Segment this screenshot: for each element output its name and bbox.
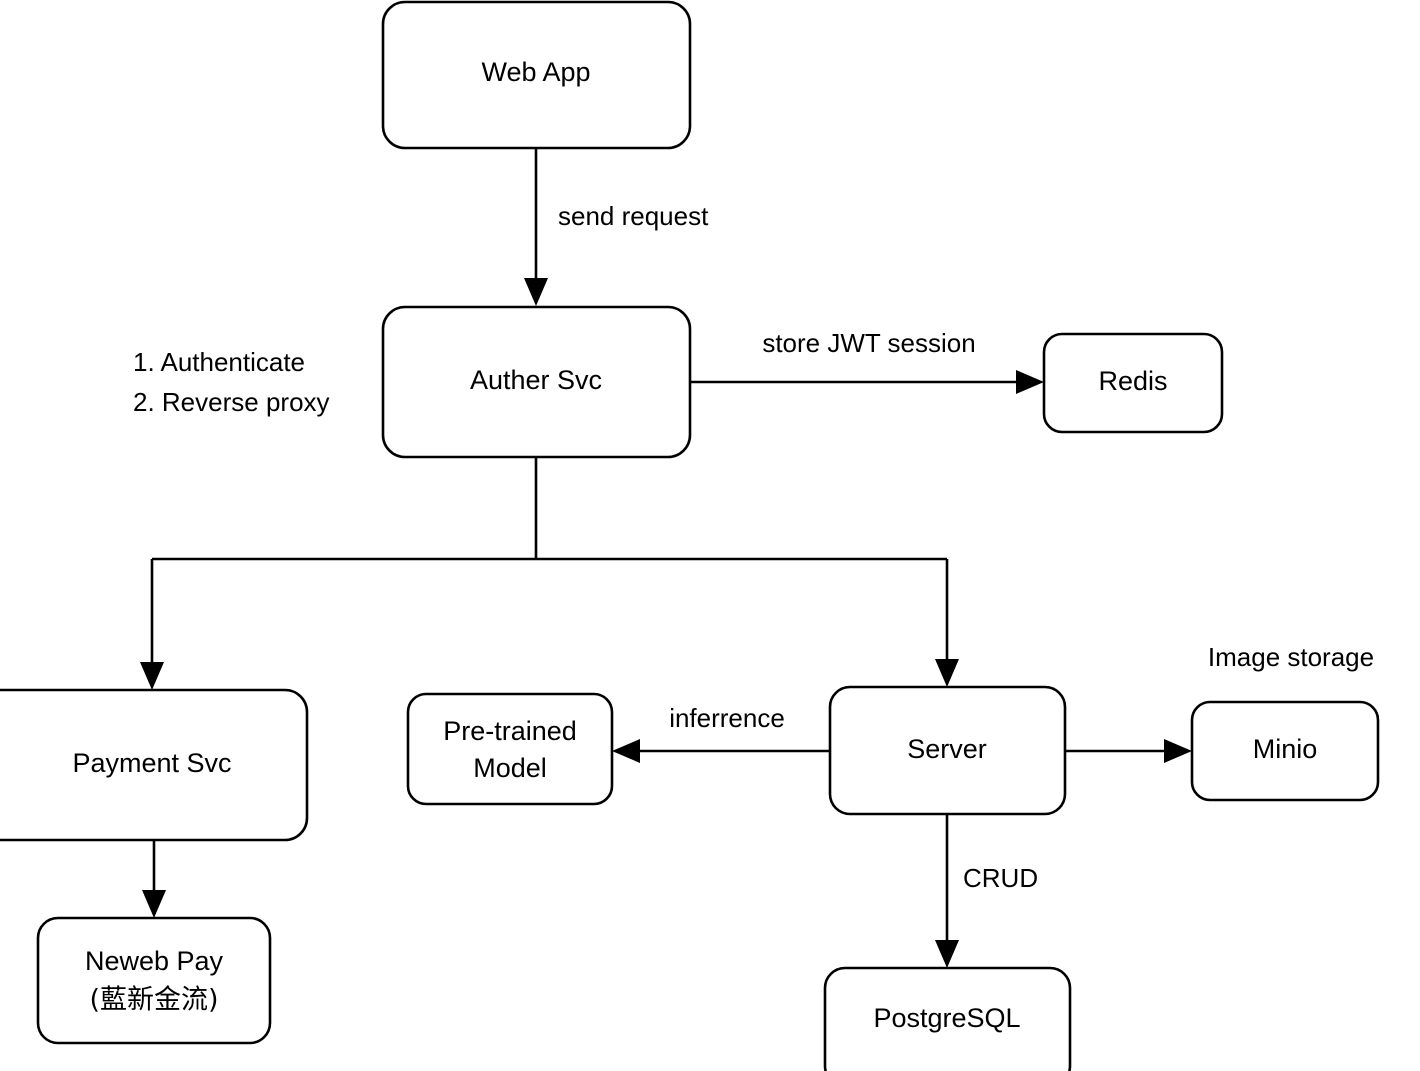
node-server[interactable]: Server bbox=[828, 685, 1067, 816]
node-box[interactable] bbox=[823, 966, 1072, 1071]
arrow-head-icon bbox=[935, 940, 959, 968]
node-web-app[interactable]: Web App bbox=[381, 0, 692, 150]
node-label-neweb-pay-line2: (藍新金流) bbox=[89, 985, 218, 1016]
arrow-head-icon bbox=[1164, 739, 1192, 763]
node-label-pretrained-model-line2: Model bbox=[473, 753, 547, 783]
note-auther-steps-line1: 1. Authenticate bbox=[133, 347, 305, 377]
edge-label-store-jwt-session: store JWT session bbox=[762, 328, 975, 358]
node-label-postgresql: PostgreSQL bbox=[873, 1003, 1020, 1033]
node-label-web-app: Web App bbox=[481, 57, 590, 87]
arrow-head-icon bbox=[935, 659, 959, 687]
node-box[interactable] bbox=[828, 685, 1067, 816]
node-minio[interactable]: Minio bbox=[1190, 700, 1380, 802]
edge-label-inferrence: inferrence bbox=[669, 703, 785, 733]
edge-server-to-pretrained-model bbox=[612, 739, 830, 763]
edge-web-app-to-auther-svc bbox=[524, 148, 548, 306]
edge-auther-svc-to-branches bbox=[140, 457, 959, 690]
arrow-head-icon bbox=[612, 739, 640, 763]
node-redis[interactable]: Redis bbox=[1042, 332, 1224, 434]
edge-auther-svc-to-redis bbox=[690, 370, 1044, 394]
node-auther-svc[interactable]: Auther Svc bbox=[381, 305, 692, 459]
arrow-head-icon bbox=[140, 662, 164, 690]
node-box[interactable] bbox=[381, 305, 692, 459]
node-label-pretrained-model-line1: Pre-trained bbox=[443, 716, 577, 746]
node-postgresql[interactable]: PostgreSQL bbox=[823, 966, 1072, 1071]
note-auther-steps-line2: 2. Reverse proxy bbox=[133, 387, 330, 417]
node-label-auther-svc: Auther Svc bbox=[470, 365, 602, 395]
arrow-head-icon bbox=[1016, 370, 1044, 394]
node-label-payment-svc: Payment Svc bbox=[72, 748, 231, 778]
node-label-server: Server bbox=[907, 734, 987, 764]
arrow-head-icon bbox=[142, 890, 166, 918]
node-box[interactable] bbox=[1042, 332, 1224, 434]
note-image-storage: Image storage bbox=[1208, 642, 1374, 672]
node-payment-svc[interactable]: Payment Svc bbox=[0, 688, 309, 842]
node-box[interactable] bbox=[1190, 700, 1380, 802]
node-box[interactable] bbox=[0, 688, 309, 842]
node-neweb-pay[interactable]: Neweb Pay (藍新金流) bbox=[36, 916, 272, 1045]
node-box[interactable] bbox=[36, 916, 272, 1045]
edge-payment-svc-to-neweb-pay bbox=[142, 840, 166, 918]
node-label-redis: Redis bbox=[1098, 366, 1167, 396]
edge-label-crud: CRUD bbox=[963, 863, 1038, 893]
node-box[interactable] bbox=[381, 0, 692, 150]
node-pretrained-model[interactable]: Pre-trained Model bbox=[406, 692, 614, 806]
node-box[interactable] bbox=[406, 692, 614, 806]
edge-server-to-minio bbox=[1065, 739, 1192, 763]
edge-label-send-request: send request bbox=[558, 201, 709, 231]
node-label-neweb-pay-line1: Neweb Pay bbox=[85, 946, 224, 976]
arrow-head-icon bbox=[524, 278, 548, 306]
edge-server-to-postgresql bbox=[935, 814, 959, 968]
node-label-minio: Minio bbox=[1253, 734, 1318, 764]
